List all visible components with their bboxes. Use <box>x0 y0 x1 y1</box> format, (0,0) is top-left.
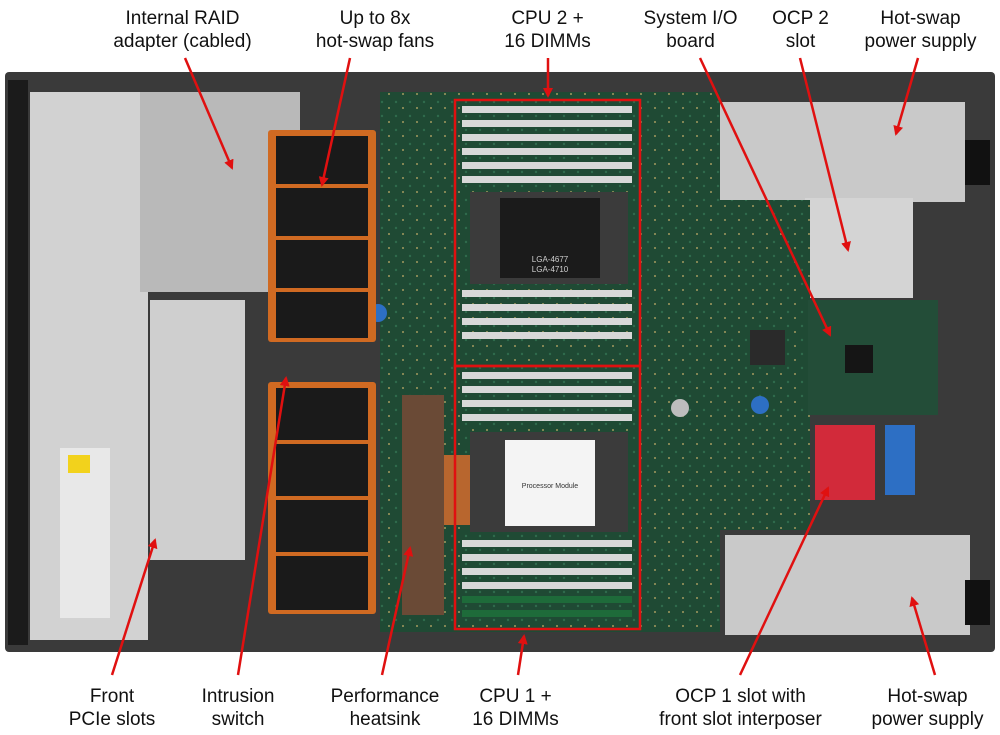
arrow-raid <box>183 57 234 170</box>
arrow-fans <box>318 57 352 187</box>
socket-label-1: LGA-4677 <box>532 255 569 264</box>
front-bezel <box>8 80 28 645</box>
bmc-chip <box>750 330 785 365</box>
label-line: Internal RAID <box>125 8 240 29</box>
label-intrusion-switch: Intrusion switch <box>183 685 293 731</box>
psu-top-handle <box>965 140 990 185</box>
arrow-psu-bottom <box>909 596 937 676</box>
label-line: board <box>666 31 715 52</box>
cmos-battery <box>671 399 689 417</box>
label-front-pcie-slots: Front PCIe slots <box>62 685 162 731</box>
label-cpu1-dimms: CPU 1 + 16 DIMMs <box>458 685 573 731</box>
label-line: 16 DIMMs <box>472 709 559 730</box>
fan-bank <box>268 130 376 614</box>
label-internal-raid-adapter: Internal RAID adapter (cabled) <box>80 7 285 53</box>
label-system-io-board: System I/O board <box>628 7 753 53</box>
processor-module-label: Processor Module <box>522 483 579 490</box>
label-line: PCIe slots <box>68 709 156 730</box>
label-line: Front <box>89 686 135 707</box>
cpu1-dimm-slots <box>462 372 632 617</box>
label-line: Hot-swap <box>887 686 968 707</box>
fan-8 <box>276 556 368 610</box>
label-line: Hot-swap <box>880 8 961 29</box>
label-line: hot-swap fans <box>315 31 435 52</box>
cpu1-processor: Processor Module <box>470 432 628 532</box>
ocp2-bracket <box>805 198 913 298</box>
bottom-psu-housing <box>725 535 970 635</box>
service-label <box>60 448 110 618</box>
label-ocp1-slot-interposer: OCP 1 slot with front slot interposer <box>628 685 853 731</box>
front-pcie-cage <box>150 300 245 560</box>
ocp1-interposer-card <box>815 425 875 500</box>
arrow-intrusion <box>236 376 290 676</box>
label-line: Up to 8x <box>339 8 411 29</box>
arrow-heatsink <box>380 546 414 676</box>
arrow-psu-top <box>893 57 920 136</box>
label-line: switch <box>211 709 265 730</box>
label-line: OCP 2 <box>772 8 829 29</box>
label-hot-swap-power-supply-bottom: Hot-swap power supply <box>860 685 995 731</box>
arrow-system-io <box>698 57 832 337</box>
arrow-ocp2 <box>798 57 851 252</box>
label-line: OCP 1 slot with <box>675 686 806 707</box>
warning-label-icon <box>68 455 90 473</box>
label-line: heatsink <box>349 709 421 730</box>
fan-6 <box>276 444 368 496</box>
ocp1-latch <box>885 425 915 495</box>
fan-2 <box>276 188 368 236</box>
fan-4 <box>276 292 368 338</box>
blue-touchpoint-2 <box>751 396 769 414</box>
label-line: slot <box>785 31 816 52</box>
label-cpu2-dimms: CPU 2 + 16 DIMMs <box>490 7 605 53</box>
system-io-chip <box>845 345 873 373</box>
fan-1 <box>276 136 368 184</box>
arrow-front-pcie <box>110 538 158 676</box>
arrow-cpu1 <box>516 634 528 676</box>
label-line: power supply <box>864 31 977 52</box>
label-hot-swap-fans: Up to 8x hot-swap fans <box>290 7 460 53</box>
label-line: 16 DIMMs <box>504 31 591 52</box>
fan-5 <box>276 388 368 440</box>
psu-bottom-handle <box>965 580 990 625</box>
cpu2-dimm-slots <box>462 106 632 339</box>
label-line: Intrusion <box>201 686 275 707</box>
fan-3 <box>276 240 368 288</box>
label-line: CPU 2 + <box>511 8 584 29</box>
cpu2-socket: LGA-4677 LGA-4710 <box>470 192 628 284</box>
label-line: power supply <box>871 709 984 730</box>
arrow-ocp1 <box>738 486 830 676</box>
label-ocp2-slot: OCP 2 slot <box>758 7 843 53</box>
socket-label-2: LGA-4710 <box>532 265 569 274</box>
callout-arrows <box>110 57 937 676</box>
fan-7 <box>276 500 368 552</box>
label-line: System I/O <box>643 8 738 29</box>
label-line: adapter (cabled) <box>113 31 252 52</box>
label-line: front slot interposer <box>659 709 822 730</box>
label-hot-swap-power-supply-top: Hot-swap power supply <box>848 7 993 53</box>
label-performance-heatsink: Performance heatsink <box>310 685 460 731</box>
label-line: Performance <box>330 686 440 707</box>
label-line: CPU 1 + <box>479 686 552 707</box>
cpu1-highlight-box <box>453 364 642 631</box>
